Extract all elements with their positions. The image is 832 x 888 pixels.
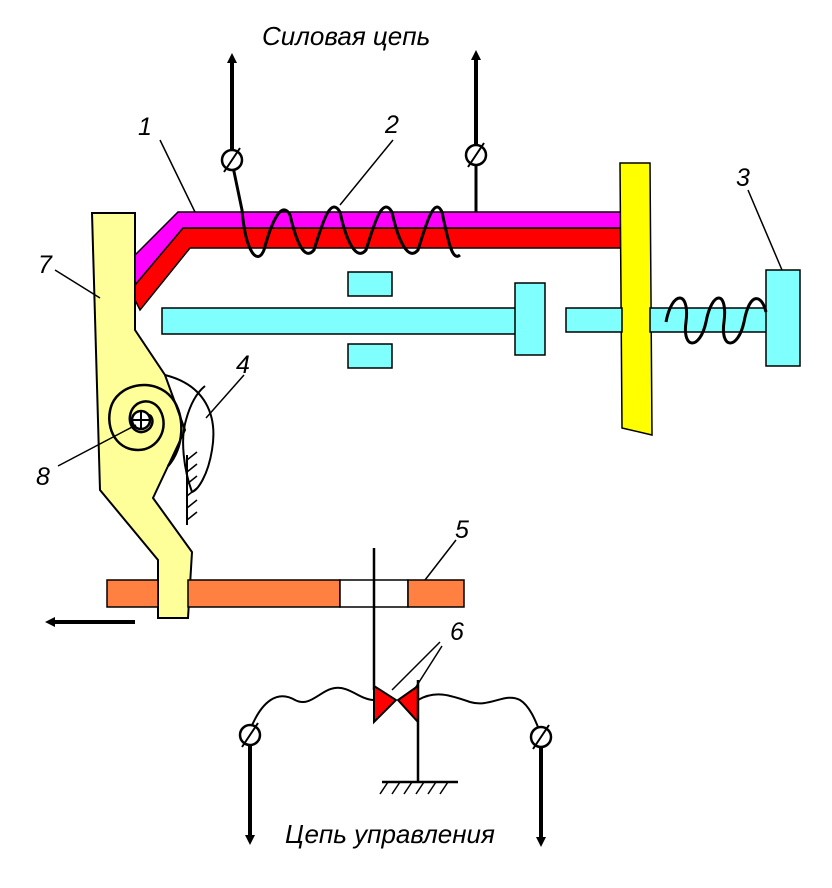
adjust-rod-left	[565, 307, 623, 333]
right-control-wire	[417, 693, 541, 733]
callout-4: 4	[236, 351, 250, 379]
callout-6: 6	[450, 618, 464, 646]
callout-2-leader	[339, 139, 394, 206]
rod-right-segment	[407, 579, 465, 608]
adjust-spring	[664, 296, 768, 345]
rod-left-segment	[106, 579, 159, 608]
callout-4-leader	[205, 374, 245, 419]
left-contact	[373, 684, 398, 725]
lower-bimetal-strip	[134, 227, 623, 312]
control-circuit-label: Цепь управления	[285, 819, 495, 849]
adjust-knob	[765, 269, 801, 367]
callout-3: 3	[736, 164, 750, 192]
callout-1: 1	[138, 113, 152, 141]
callout-7: 7	[38, 251, 53, 279]
right-contact	[396, 684, 419, 725]
callout-8-leader	[57, 424, 137, 467]
callout-8: 8	[36, 463, 50, 491]
rod-middle-segment	[187, 579, 341, 608]
right-plate	[619, 162, 653, 436]
guide-block-bottom	[347, 343, 393, 369]
callout-6-leader-b	[413, 645, 443, 691]
plunger-rod	[161, 307, 518, 335]
callout-2: 2	[384, 111, 399, 139]
plunger-head	[514, 282, 546, 356]
left-control-wire	[249, 686, 375, 731]
callout-3-leader	[747, 189, 783, 271]
power-circuit-label: Силовая цепь	[262, 21, 430, 51]
callout-5: 5	[455, 516, 469, 544]
callout-1-leader	[159, 139, 196, 213]
spiral-spring	[108, 383, 183, 467]
callout-7-leader	[54, 269, 101, 299]
heater-coil	[230, 161, 461, 258]
callout-5-leader	[424, 539, 457, 581]
callout-6-leader-a	[391, 641, 441, 691]
guide-block-top	[347, 271, 393, 297]
